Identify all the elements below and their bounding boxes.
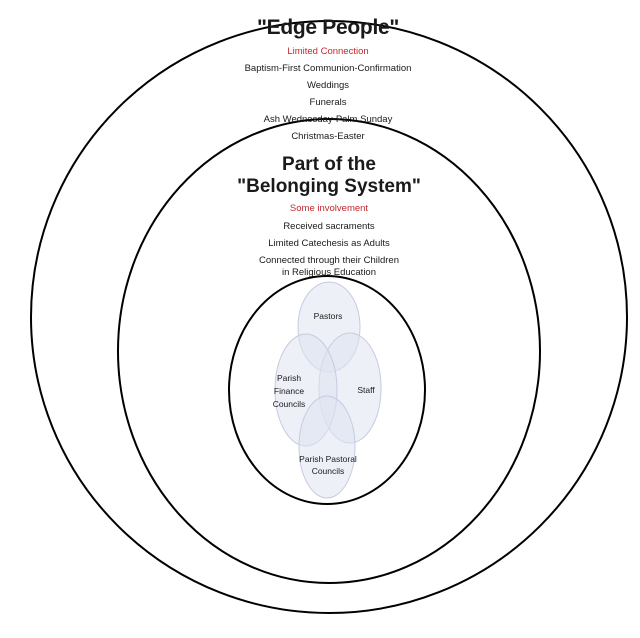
venn-label-pastoral-2: Councils bbox=[311, 466, 345, 476]
inner-ellipse bbox=[228, 275, 426, 505]
venn-circle-pastoral bbox=[298, 395, 356, 499]
middle-item-4: in Religious Education bbox=[281, 267, 377, 278]
venn-label-finance-2: Finance bbox=[273, 386, 305, 396]
venn-label-pastors: Pastors bbox=[313, 311, 343, 321]
middle-item-1: Received sacraments bbox=[283, 221, 375, 232]
outer-item-1: Baptism-First Communion-Confirmation bbox=[244, 63, 412, 74]
middle-subtitle: Some involvement bbox=[289, 203, 369, 214]
venn-label-staff: Staff bbox=[357, 385, 375, 395]
middle-ellipse bbox=[117, 118, 541, 584]
venn-label-pastoral-1: Parish Pastoral bbox=[299, 454, 357, 464]
middle-title-line-2: "Belonging System" bbox=[237, 176, 421, 197]
venn-group bbox=[274, 281, 382, 499]
middle-item-3: Connected through their Children bbox=[259, 255, 399, 266]
middle-title-line-1: Part of the bbox=[282, 154, 376, 175]
middle-item-2: Limited Catechesis as Adults bbox=[268, 238, 390, 249]
outer-ellipse bbox=[30, 20, 628, 614]
outer-item-3: Funerals bbox=[309, 97, 347, 108]
outer-item-2: Weddings bbox=[306, 80, 350, 91]
outer-title: "Edge People" bbox=[256, 16, 400, 39]
outer-item-5: Christmas-Easter bbox=[291, 131, 365, 142]
venn-label-finance-3: Councils bbox=[272, 399, 306, 409]
outer-item-4: Ash Wednesday-Palm Sunday bbox=[263, 114, 393, 125]
outer-subtitle: Limited Connection bbox=[287, 46, 369, 57]
venn-label-finance-1: Parish bbox=[276, 373, 302, 383]
